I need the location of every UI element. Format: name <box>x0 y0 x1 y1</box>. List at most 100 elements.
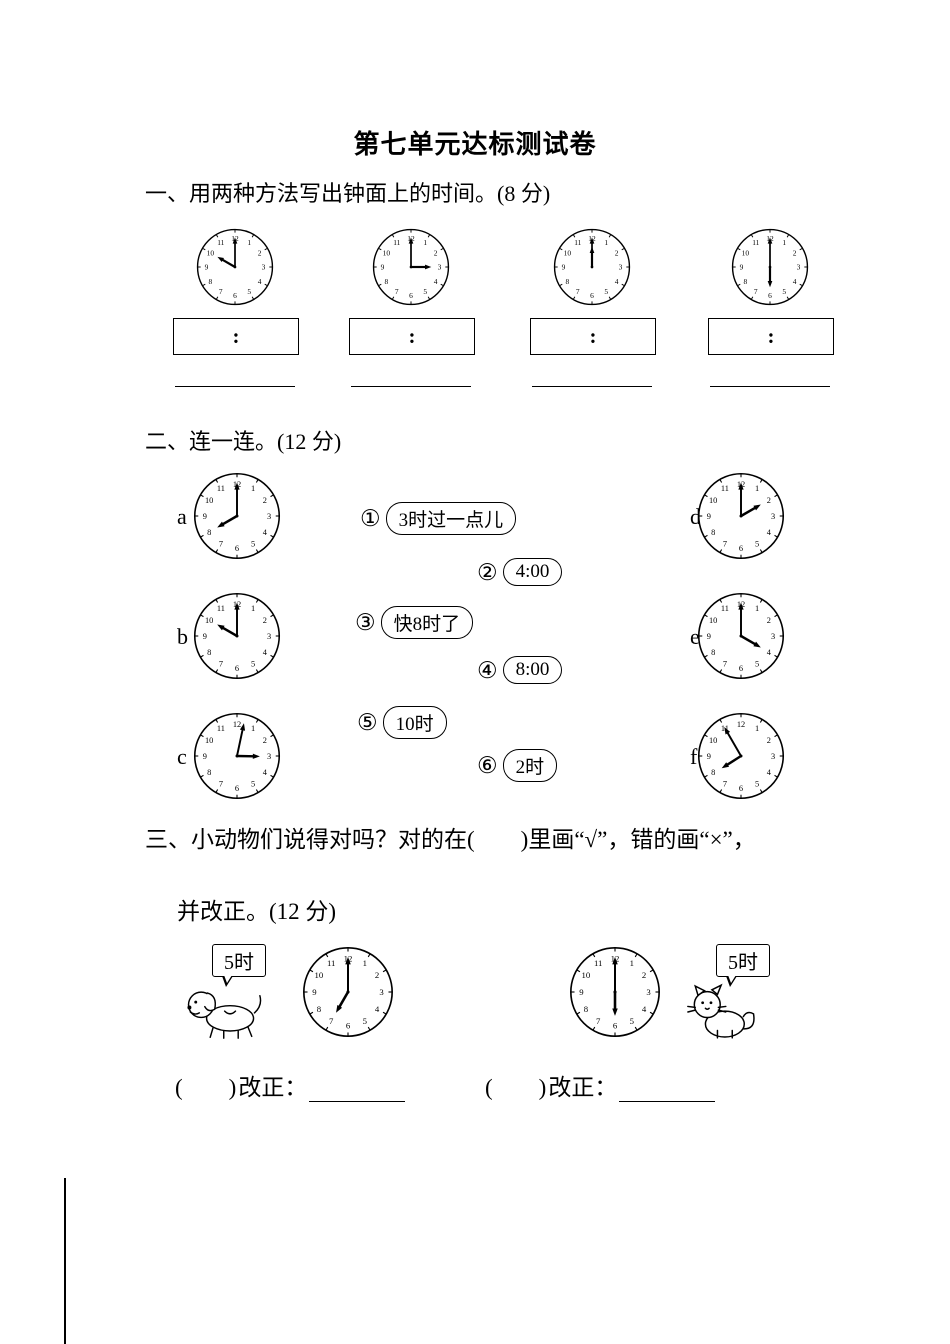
match-option-4[interactable]: ④ 8:00 <box>477 656 563 684</box>
time-answer-box-3[interactable]: : <box>530 318 656 355</box>
svg-text:6: 6 <box>235 544 239 553</box>
section-three-heading-line1: 三、小动物们说得对吗？对的在( )里画“√”，错的画“×”， <box>145 827 756 852</box>
clock-label-d: d <box>690 504 701 529</box>
svg-text:3: 3 <box>438 263 442 272</box>
svg-text:6: 6 <box>590 291 594 300</box>
clock-label-c: c <box>177 744 187 769</box>
svg-text:7: 7 <box>219 287 223 296</box>
clock-label-f: f <box>690 744 698 769</box>
time-answer-box-4[interactable]: : <box>708 318 834 355</box>
svg-text:4: 4 <box>642 1004 647 1014</box>
match-option-5[interactable]: ⑤ 10时 <box>357 706 447 739</box>
svg-text:8: 8 <box>711 648 715 657</box>
colon-separator: : <box>589 324 597 348</box>
svg-text:7: 7 <box>395 287 399 296</box>
svg-text:4: 4 <box>615 277 619 286</box>
section-one-heading: 一、用两种方法写出钟面上的时间。(8 分) <box>145 181 551 206</box>
cat-speech-bubble: 5时 <box>716 944 770 987</box>
svg-text:11: 11 <box>721 604 729 613</box>
svg-text:12: 12 <box>737 720 745 729</box>
svg-text:1: 1 <box>363 958 367 968</box>
option-pill[interactable]: 10时 <box>382 706 447 739</box>
option-number: ① <box>360 506 381 531</box>
svg-text:8: 8 <box>711 528 715 537</box>
svg-text:3: 3 <box>646 987 651 997</box>
svg-text:11: 11 <box>393 238 400 247</box>
svg-text:1: 1 <box>251 724 255 733</box>
clock-label-a: a <box>177 504 187 529</box>
answer-blank-1[interactable] <box>175 368 295 387</box>
svg-text:11: 11 <box>327 958 335 968</box>
option-pill[interactable]: 快8时了 <box>380 606 474 639</box>
svg-text:10: 10 <box>709 616 717 625</box>
svg-text:3: 3 <box>262 263 266 272</box>
svg-text:8: 8 <box>207 528 211 537</box>
time-answer-box-2[interactable]: : <box>349 318 475 355</box>
svg-text:1: 1 <box>423 238 427 247</box>
check-blank[interactable]: ( ) <box>485 1075 547 1100</box>
svg-text:4: 4 <box>434 277 438 286</box>
option-number: ⑥ <box>477 753 498 778</box>
svg-text:11: 11 <box>752 238 759 247</box>
svg-text:7: 7 <box>219 540 223 549</box>
svg-text:7: 7 <box>754 287 758 296</box>
svg-text:10: 10 <box>709 736 717 745</box>
svg-text:1: 1 <box>247 238 251 247</box>
svg-text:4: 4 <box>263 528 268 537</box>
svg-text:9: 9 <box>562 263 566 272</box>
svg-text:11: 11 <box>217 484 225 493</box>
svg-text:3: 3 <box>267 752 271 761</box>
svg-text:4: 4 <box>767 528 772 537</box>
answer-blank-2[interactable] <box>351 368 471 387</box>
option-pill[interactable]: 4:00 <box>502 558 563 586</box>
svg-text:9: 9 <box>381 263 385 272</box>
svg-text:3: 3 <box>619 263 623 272</box>
match-option-3[interactable]: ③ 快8时了 <box>355 606 474 639</box>
match-option-2[interactable]: ② 4:00 <box>477 558 563 586</box>
svg-text:8: 8 <box>711 768 715 777</box>
colon-separator: : <box>767 324 775 348</box>
answer-blank-4[interactable] <box>710 368 830 387</box>
svg-text:3: 3 <box>267 632 271 641</box>
svg-text:5: 5 <box>251 660 255 669</box>
check-blank[interactable]: ( ) <box>175 1075 237 1100</box>
page-title: 第七单元达标测试卷 <box>353 130 597 159</box>
svg-text:3: 3 <box>771 632 775 641</box>
svg-text:2: 2 <box>375 970 379 980</box>
option-pill[interactable]: 8:00 <box>502 656 563 684</box>
svg-text:10: 10 <box>742 248 750 257</box>
svg-text:9: 9 <box>312 987 317 997</box>
svg-text:1: 1 <box>630 958 634 968</box>
answer-blank-3[interactable] <box>532 368 652 387</box>
svg-text:2: 2 <box>767 736 771 745</box>
option-pill[interactable]: 2时 <box>502 749 558 782</box>
svg-text:5: 5 <box>630 1016 635 1026</box>
correction-blank[interactable] <box>619 1075 716 1102</box>
svg-text:9: 9 <box>203 632 207 641</box>
svg-text:8: 8 <box>565 277 569 286</box>
svg-text:8: 8 <box>743 277 747 286</box>
svg-text:6: 6 <box>233 291 237 300</box>
time-answer-box-1[interactable]: : <box>173 318 299 355</box>
svg-text:10: 10 <box>207 248 215 257</box>
svg-text:10: 10 <box>205 496 213 505</box>
colon-separator: : <box>232 324 240 348</box>
match-option-1[interactable]: ① 3时过一点儿 <box>360 502 517 535</box>
option-pill[interactable]: 3时过一点儿 <box>385 502 517 535</box>
correction-blank[interactable] <box>309 1075 406 1102</box>
svg-text:5: 5 <box>251 780 255 789</box>
match-option-6[interactable]: ⑥ 2时 <box>477 749 558 782</box>
svg-text:11: 11 <box>217 604 225 613</box>
section-three-heading-line2: 并改正。(12 分) <box>177 899 337 924</box>
